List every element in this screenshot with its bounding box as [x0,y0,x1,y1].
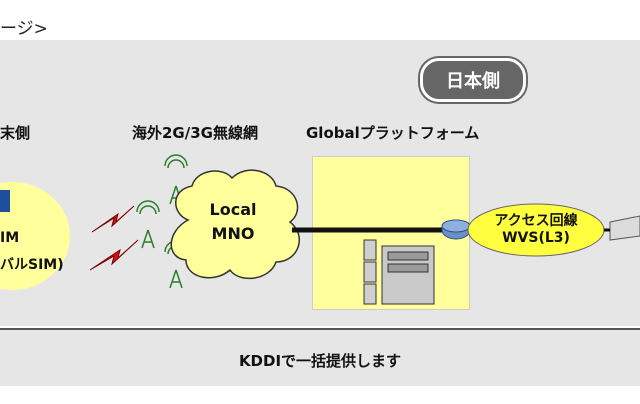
bottom-banner-text: KDDIで一括提供します [238,352,402,370]
overseas-network-label: 海外2G/3G無線網 [132,124,258,142]
access-label-line1: アクセス回線 [494,213,578,229]
sim-ellipse [0,182,70,290]
japan-side-badge: 日本側 [420,58,526,102]
cloud-shape [170,169,301,280]
diagram-caption: ージ> [0,19,48,39]
terminal-side-label: 末側 [0,124,31,142]
bottom-banner [0,330,640,386]
sim-label-line2: バルSIM) [0,257,64,273]
antenna-icon [136,154,188,289]
cloud-label-mno: MNO [211,224,255,243]
access-label-line2: WVS(L3) [502,230,570,246]
divider-line [0,328,640,331]
cloud-label-local: Local [209,200,257,219]
router-icon [441,219,471,240]
sim-card-icon [0,190,10,212]
device-icon [604,215,640,241]
sim-label-line1: IM [0,230,20,246]
server-icon [363,239,435,305]
global-platform-label: Globalプラットフォーム [306,124,480,142]
lightning-icon [89,205,139,271]
